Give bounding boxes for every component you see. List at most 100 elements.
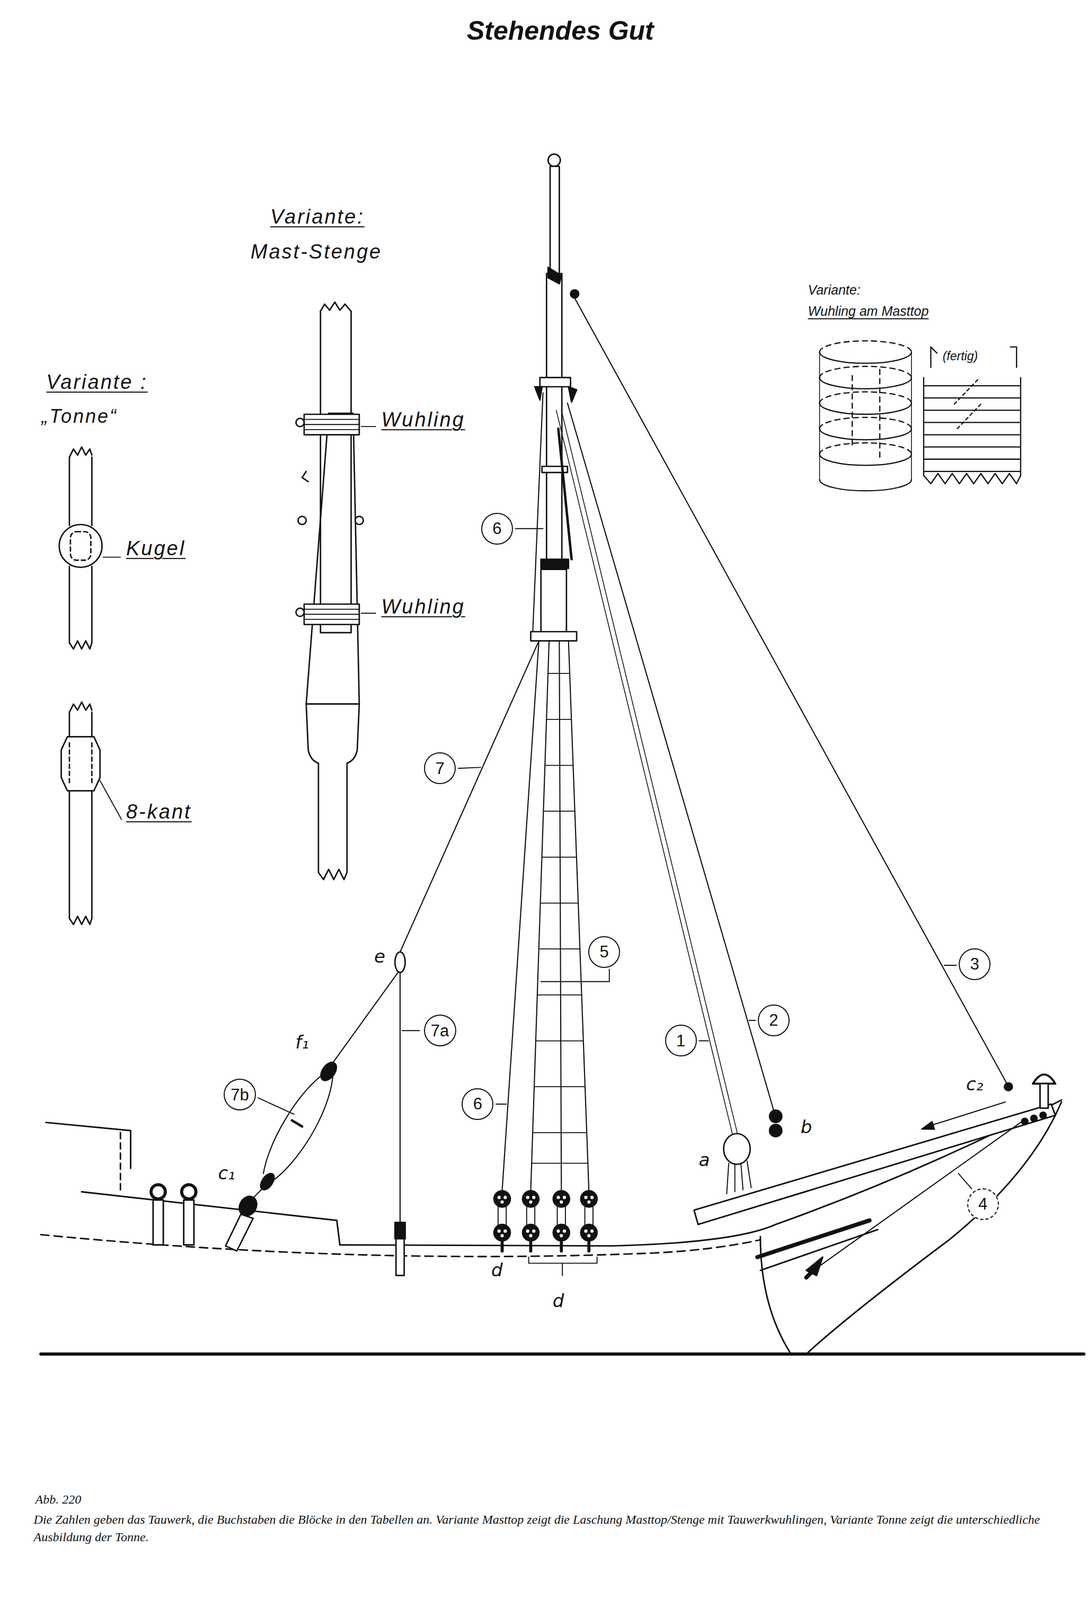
break-mark — [69, 641, 92, 650]
callout-number: 6 — [461, 1088, 494, 1121]
leader-line — [943, 965, 957, 967]
part-label: Wuhling — [379, 595, 467, 619]
break-mark — [923, 473, 1021, 484]
wuhling — [304, 604, 360, 625]
wuhling-turns — [304, 609, 360, 620]
figure-caption: Die Zahlen geben das Tauwerk, die Buchst… — [33, 1511, 1060, 1546]
finished-turns — [923, 385, 1021, 472]
lashing-end — [954, 379, 983, 429]
block-letter: b — [799, 1117, 815, 1139]
leader-line — [402, 1030, 420, 1032]
leader-line — [541, 969, 610, 983]
callout-text: 6 — [473, 1095, 483, 1113]
topmast-pole — [550, 166, 560, 274]
part-label: Wuhling — [379, 409, 467, 433]
leader-lines — [100, 426, 972, 1190]
belaying-post — [181, 1184, 197, 1200]
block-letter: f₁ — [293, 1032, 311, 1054]
wuhling — [304, 414, 360, 436]
leader-line — [515, 528, 544, 530]
leader-line — [458, 767, 481, 769]
block-letter: c₁ — [216, 1163, 237, 1184]
leader-line — [699, 1040, 709, 1042]
callout-text: 7b — [230, 1086, 249, 1104]
forestay — [574, 297, 1007, 1083]
masthead — [541, 569, 567, 632]
topmast-fitting — [547, 267, 562, 285]
stay-double — [556, 410, 739, 1136]
callout-number: 1 — [665, 1024, 697, 1057]
tackle-mark — [292, 1120, 303, 1128]
deadeye — [493, 1191, 511, 1208]
block-f — [317, 1059, 340, 1084]
callout-number: 2 — [757, 1004, 790, 1037]
tonne-hidden — [70, 531, 92, 561]
deadeye — [553, 1191, 570, 1208]
callout-number: 3 — [958, 948, 991, 981]
heart-a — [723, 1134, 750, 1165]
deadeye — [580, 1224, 598, 1242]
callout-text: 5 — [599, 943, 609, 961]
leader-line — [496, 1103, 507, 1105]
eye-bolt — [355, 516, 364, 525]
bobstay-fitting — [1030, 1115, 1038, 1122]
backstay-fall — [399, 972, 401, 1225]
break-mark — [320, 302, 352, 312]
poop-hidden-line — [119, 1133, 122, 1193]
backstay — [400, 641, 539, 953]
bitt — [1039, 1083, 1048, 1109]
callout-text: 3 — [970, 956, 980, 973]
belaying-post — [153, 1200, 164, 1246]
callout-text: 1 — [676, 1032, 686, 1050]
part-label: Variante: — [268, 205, 367, 229]
block-letter: e — [372, 947, 387, 968]
part-label: Variante: — [806, 282, 862, 298]
chain-post — [225, 1214, 254, 1252]
backstay — [331, 972, 398, 1065]
block-b — [769, 1110, 782, 1123]
callout-number: 7b — [223, 1078, 256, 1111]
callout-number: 5 — [588, 936, 621, 969]
page-title: Stehendes Gut — [466, 15, 654, 47]
block-e — [394, 952, 405, 973]
break-mark — [69, 447, 92, 458]
trestle-tree — [530, 631, 577, 641]
tackle-block — [258, 1171, 278, 1193]
poop-outline — [46, 1122, 131, 1170]
leader-line — [100, 780, 122, 820]
tackle — [263, 1071, 333, 1182]
eye-bolt — [297, 516, 306, 525]
deadeye — [553, 1224, 570, 1242]
bracket — [930, 347, 1017, 368]
leader-line — [258, 1098, 294, 1115]
belaying-post — [183, 1200, 194, 1246]
mast-cap — [540, 377, 571, 387]
bobstay — [813, 1122, 1021, 1271]
chain-plates — [502, 1241, 590, 1252]
cap-fitting — [534, 386, 577, 403]
callout-number: 4 — [967, 1188, 999, 1221]
callout-number: 7a — [423, 1014, 457, 1047]
leader-line — [103, 556, 121, 559]
direction-arrow — [930, 1102, 1006, 1126]
deadeye — [522, 1191, 539, 1208]
stay-block — [570, 289, 579, 298]
callout-number: 6 — [481, 512, 513, 545]
callout-number: 7 — [423, 752, 456, 785]
callout-text: 4 — [978, 1196, 988, 1213]
block-letter: d — [489, 1260, 505, 1281]
cleat — [302, 471, 309, 482]
part-label: Wuhling am Masttop — [806, 303, 931, 320]
masttop-outline — [923, 377, 1021, 476]
tonne-hidden — [69, 742, 92, 786]
deadeye-c — [235, 1193, 261, 1220]
callout-text: 6 — [492, 520, 502, 537]
deadeye — [493, 1224, 511, 1242]
tonne-ball — [59, 524, 103, 568]
lashing-end — [852, 369, 880, 459]
sheer-line — [81, 1192, 340, 1246]
bobstay-fitting — [1021, 1118, 1029, 1126]
